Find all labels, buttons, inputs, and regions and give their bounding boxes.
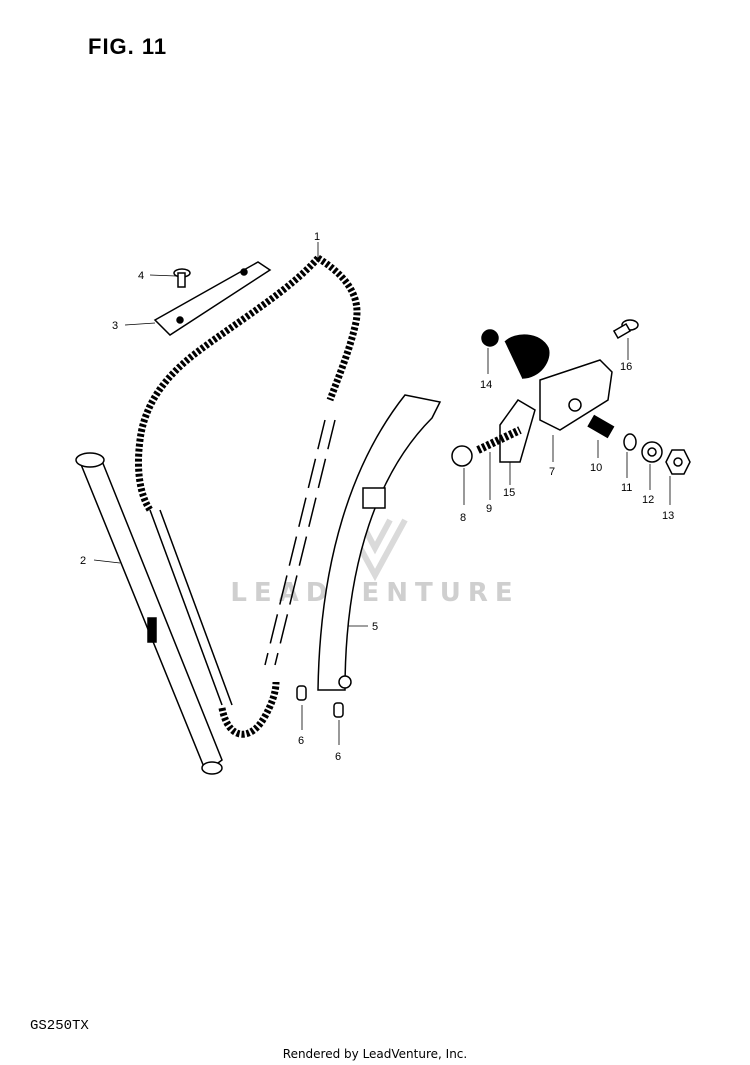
callout-2: 2 bbox=[80, 555, 86, 567]
callout-10: 10 bbox=[590, 462, 602, 474]
watermark-text: LEADVENTURE bbox=[230, 578, 520, 608]
cam-chain bbox=[134, 255, 361, 738]
leader-lines bbox=[93, 242, 671, 745]
callout-3: 3 bbox=[112, 320, 118, 332]
tensioner-slipper bbox=[317, 394, 442, 691]
callout-6a: 6 bbox=[298, 735, 304, 747]
footer-credit: Rendered by LeadVenture, Inc. bbox=[282, 1047, 468, 1061]
upper-chain-guide bbox=[153, 261, 272, 336]
callout-13: 13 bbox=[662, 510, 674, 522]
callout-16: 16 bbox=[620, 361, 632, 373]
callout-15: 15 bbox=[503, 487, 515, 499]
callout-1: 1 bbox=[314, 231, 320, 243]
callout-4: 4 bbox=[138, 270, 144, 282]
callout-11: 11 bbox=[621, 482, 632, 494]
callout-9: 9 bbox=[486, 503, 492, 515]
model-code: GS250TX bbox=[30, 1018, 89, 1034]
figure-title: FIG. 11 bbox=[88, 34, 168, 59]
callout-12: 12 bbox=[642, 494, 654, 506]
callout-14: 14 bbox=[480, 379, 492, 391]
callout-8: 8 bbox=[460, 512, 466, 524]
tensioner-assembly bbox=[451, 319, 691, 475]
chain-guide-rail bbox=[75, 452, 223, 775]
callout-7: 7 bbox=[549, 466, 555, 478]
guide-bolt-icon bbox=[173, 268, 191, 288]
callout-6b: 6 bbox=[335, 751, 341, 763]
dowel-pin-icon bbox=[296, 685, 344, 718]
callout-5: 5 bbox=[372, 621, 378, 633]
